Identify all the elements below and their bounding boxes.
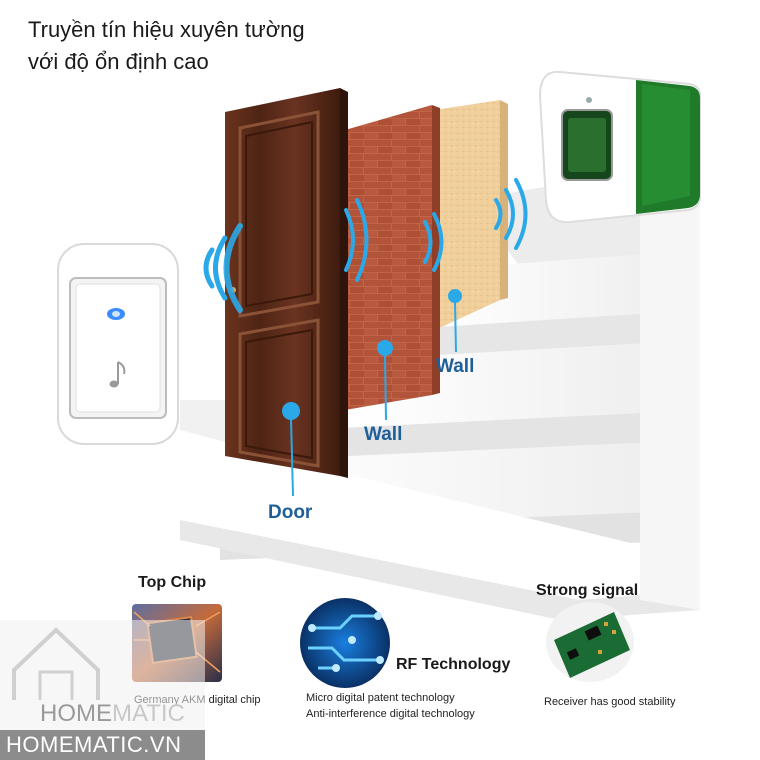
watermark-logo: HOMEMATIC <box>40 700 185 728</box>
watermark-logo-home: HOME <box>40 700 112 727</box>
brick-wall <box>345 105 440 410</box>
feature-title-top-chip: Top Chip <box>138 574 207 591</box>
label-pins <box>282 289 462 497</box>
rf-circuit-image <box>300 598 390 688</box>
staircase <box>180 170 700 620</box>
feature-desc-strong-signal: Receiver has good stability <box>544 696 676 708</box>
door-label: Door <box>268 502 313 523</box>
headline-line-1: Truyền tín hiệu xuyên tường <box>28 17 305 42</box>
feature-title-strong-signal: Strong signal <box>536 582 639 599</box>
feature-desc-rf-2: Anti-interference digital technology <box>306 708 475 720</box>
signal-waves <box>203 178 528 313</box>
wooden-door <box>225 88 348 478</box>
watermark-url: HOMEMATIC.VN <box>6 732 182 757</box>
plaster-wall-label: Wall <box>436 356 475 377</box>
pcb-image <box>546 602 634 682</box>
feature-desc-rf-1: Micro digital patent technology <box>306 692 455 704</box>
doorbell-receiver <box>538 70 701 224</box>
headline: Truyền tín hiệu xuyên tường với độ ổn đị… <box>28 14 305 78</box>
watermark-logo-matic: MATIC <box>112 700 185 727</box>
brick-wall-label: Wall <box>364 424 403 445</box>
feature-title-rf: RF Technology <box>396 656 511 673</box>
watermark-bar <box>0 730 205 760</box>
music-note-icon <box>109 361 126 388</box>
doorbell-transmitter <box>57 243 179 445</box>
watermark-panel <box>0 620 205 730</box>
plaster-wall <box>435 100 508 330</box>
headline-line-2: với độ ổn định cao <box>28 49 209 74</box>
